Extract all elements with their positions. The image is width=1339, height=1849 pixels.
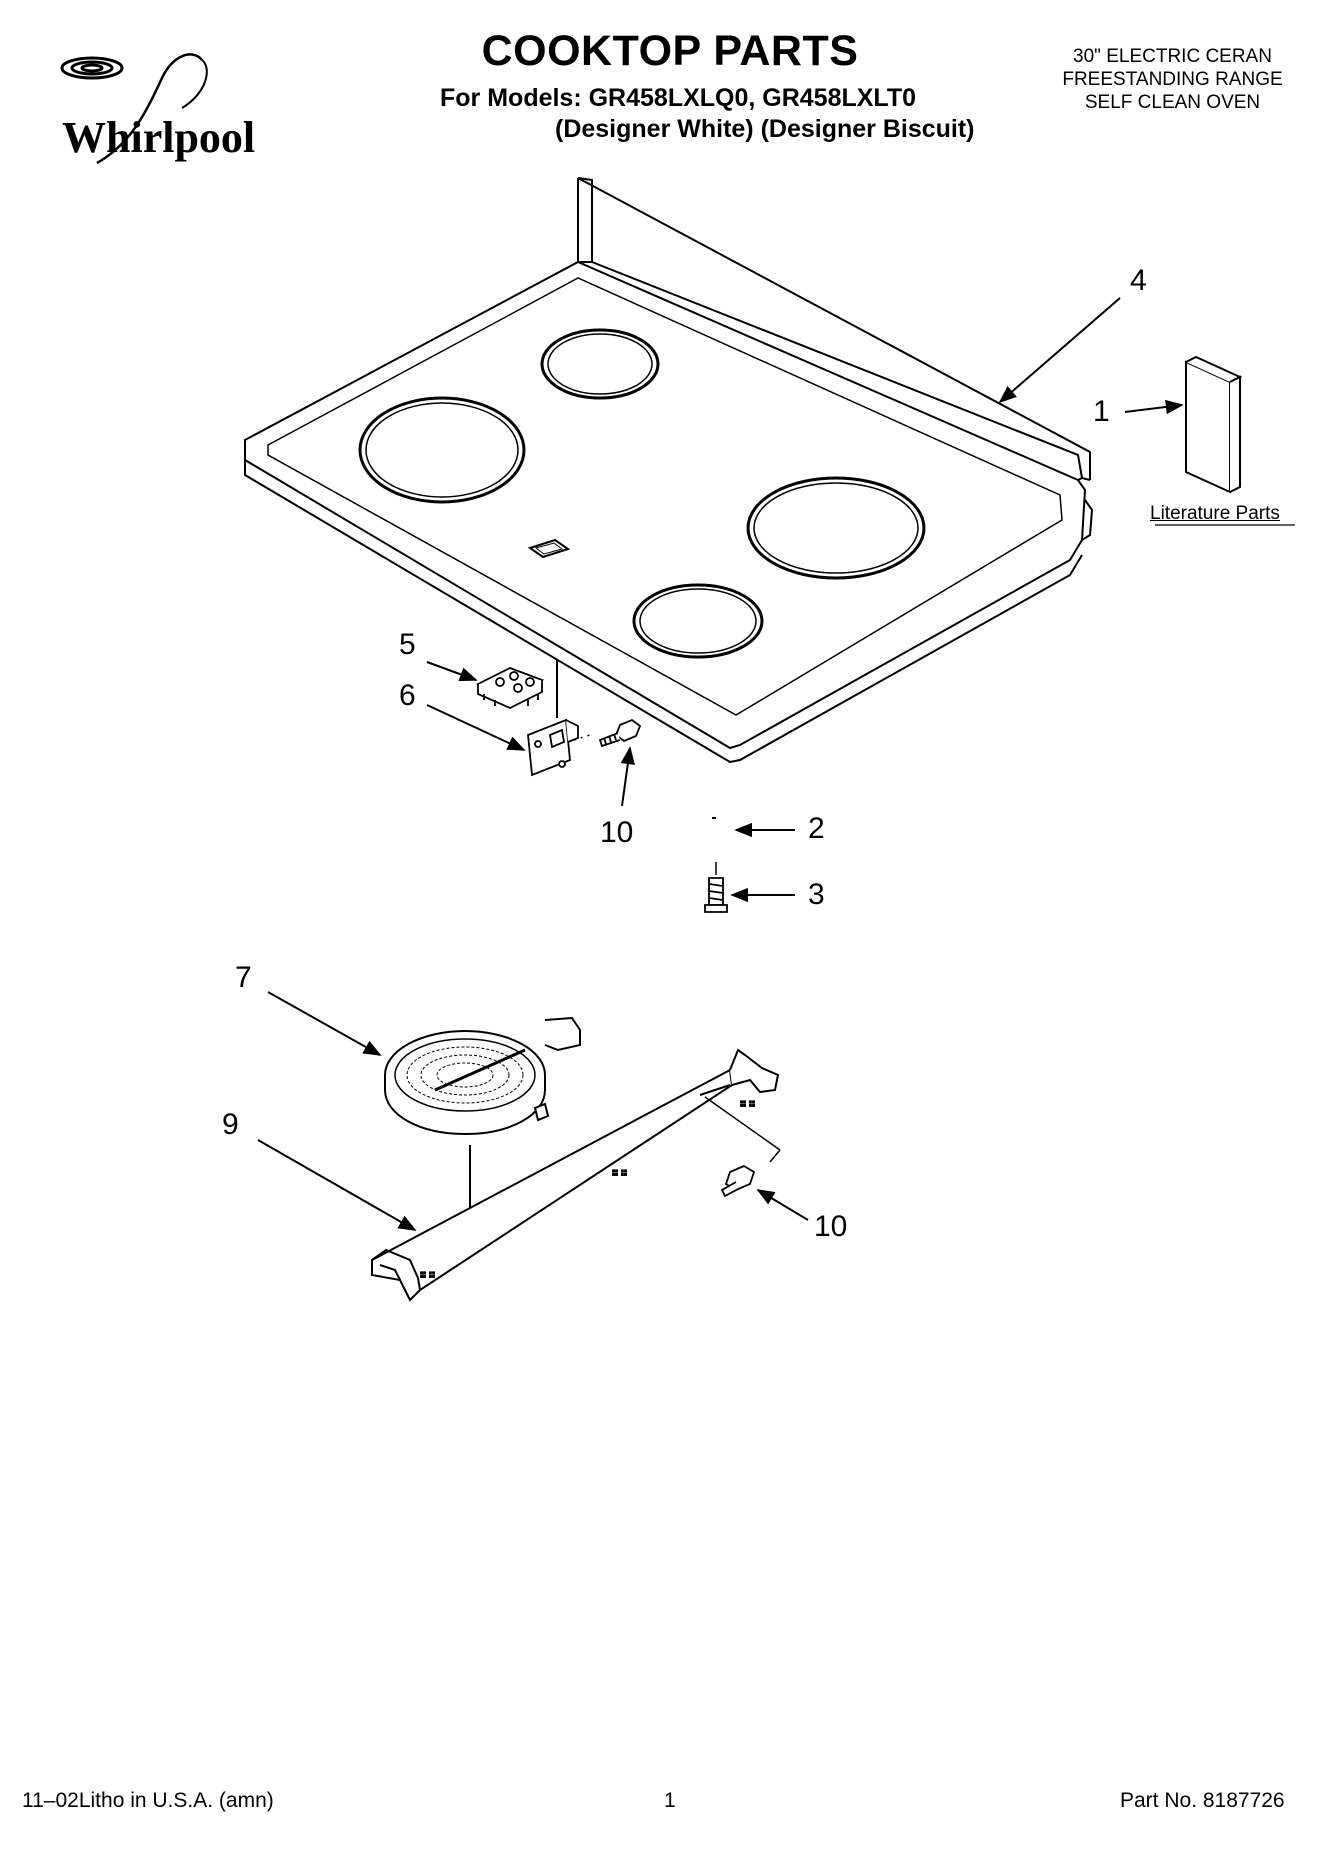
part-number: Part No. 8187726 bbox=[1120, 1789, 1285, 1812]
callout-4: 4 bbox=[1130, 264, 1147, 297]
callout-1: 1 bbox=[1093, 395, 1110, 428]
leader-6 bbox=[426, 704, 526, 751]
callout-3: 3 bbox=[808, 878, 825, 911]
leader-4 bbox=[998, 297, 1121, 404]
callout-7: 7 bbox=[235, 961, 252, 994]
switch-part bbox=[475, 667, 545, 709]
screw-part bbox=[598, 718, 642, 748]
screw-part-10 bbox=[720, 1164, 756, 1198]
whirlpool-logo: Whirlpool bbox=[22, 38, 272, 168]
svg-text::: ::: :: :: bbox=[740, 1099, 755, 1109]
product-description: 30" ELECTRIC CERAN FREESTANDING RANGE SE… bbox=[1025, 45, 1320, 114]
literature-parts bbox=[1185, 355, 1243, 494]
description-line: SELF CLEAN OVEN bbox=[1084, 92, 1261, 113]
logo-swirl-icon bbox=[60, 53, 208, 165]
callout-10-top: 10 bbox=[600, 816, 634, 849]
switch-bracket bbox=[527, 718, 579, 777]
leader-1 bbox=[1124, 399, 1184, 415]
svg-text::: ::: :: :: bbox=[612, 1168, 627, 1178]
callout-9: 9 bbox=[222, 1108, 239, 1141]
surface-element bbox=[384, 1016, 581, 1136]
footer-litho: 11–02Litho in U.S.A. (amn) bbox=[22, 1789, 274, 1812]
leader-7 bbox=[267, 991, 382, 1056]
cooktop-glass-assembly bbox=[244, 177, 1094, 764]
variants-line: (Designer White) (Designer Biscuit) bbox=[555, 115, 975, 143]
screw-part-3 bbox=[704, 877, 728, 913]
page-title: COOKTOP PARTS bbox=[481, 27, 859, 75]
leader-10-bottom bbox=[756, 1189, 809, 1221]
literature-parts-label: Literature Parts bbox=[1150, 503, 1280, 524]
callout-2: 2 bbox=[808, 812, 825, 845]
brand-wordmark: Whirlpool bbox=[62, 113, 256, 162]
page-number: 1 bbox=[664, 1789, 676, 1812]
callout-6: 6 bbox=[399, 679, 416, 712]
models-line: For Models: GR458LXLQ0, GR458LXLT0 bbox=[440, 84, 917, 112]
svg-text::: ::: :: :: bbox=[420, 1270, 435, 1280]
description-line: 30" ELECTRIC CERAN bbox=[1073, 46, 1272, 67]
leader-10-top bbox=[620, 746, 635, 807]
description-line: FREESTANDING RANGE bbox=[1062, 69, 1283, 90]
leader-9 bbox=[257, 1139, 417, 1231]
element-bracket: :: :: :: :: :: :: bbox=[371, 1048, 780, 1302]
callout-10-bottom: 10 bbox=[814, 1210, 848, 1243]
leader-5 bbox=[426, 661, 478, 682]
callout-5: 5 bbox=[399, 628, 416, 661]
